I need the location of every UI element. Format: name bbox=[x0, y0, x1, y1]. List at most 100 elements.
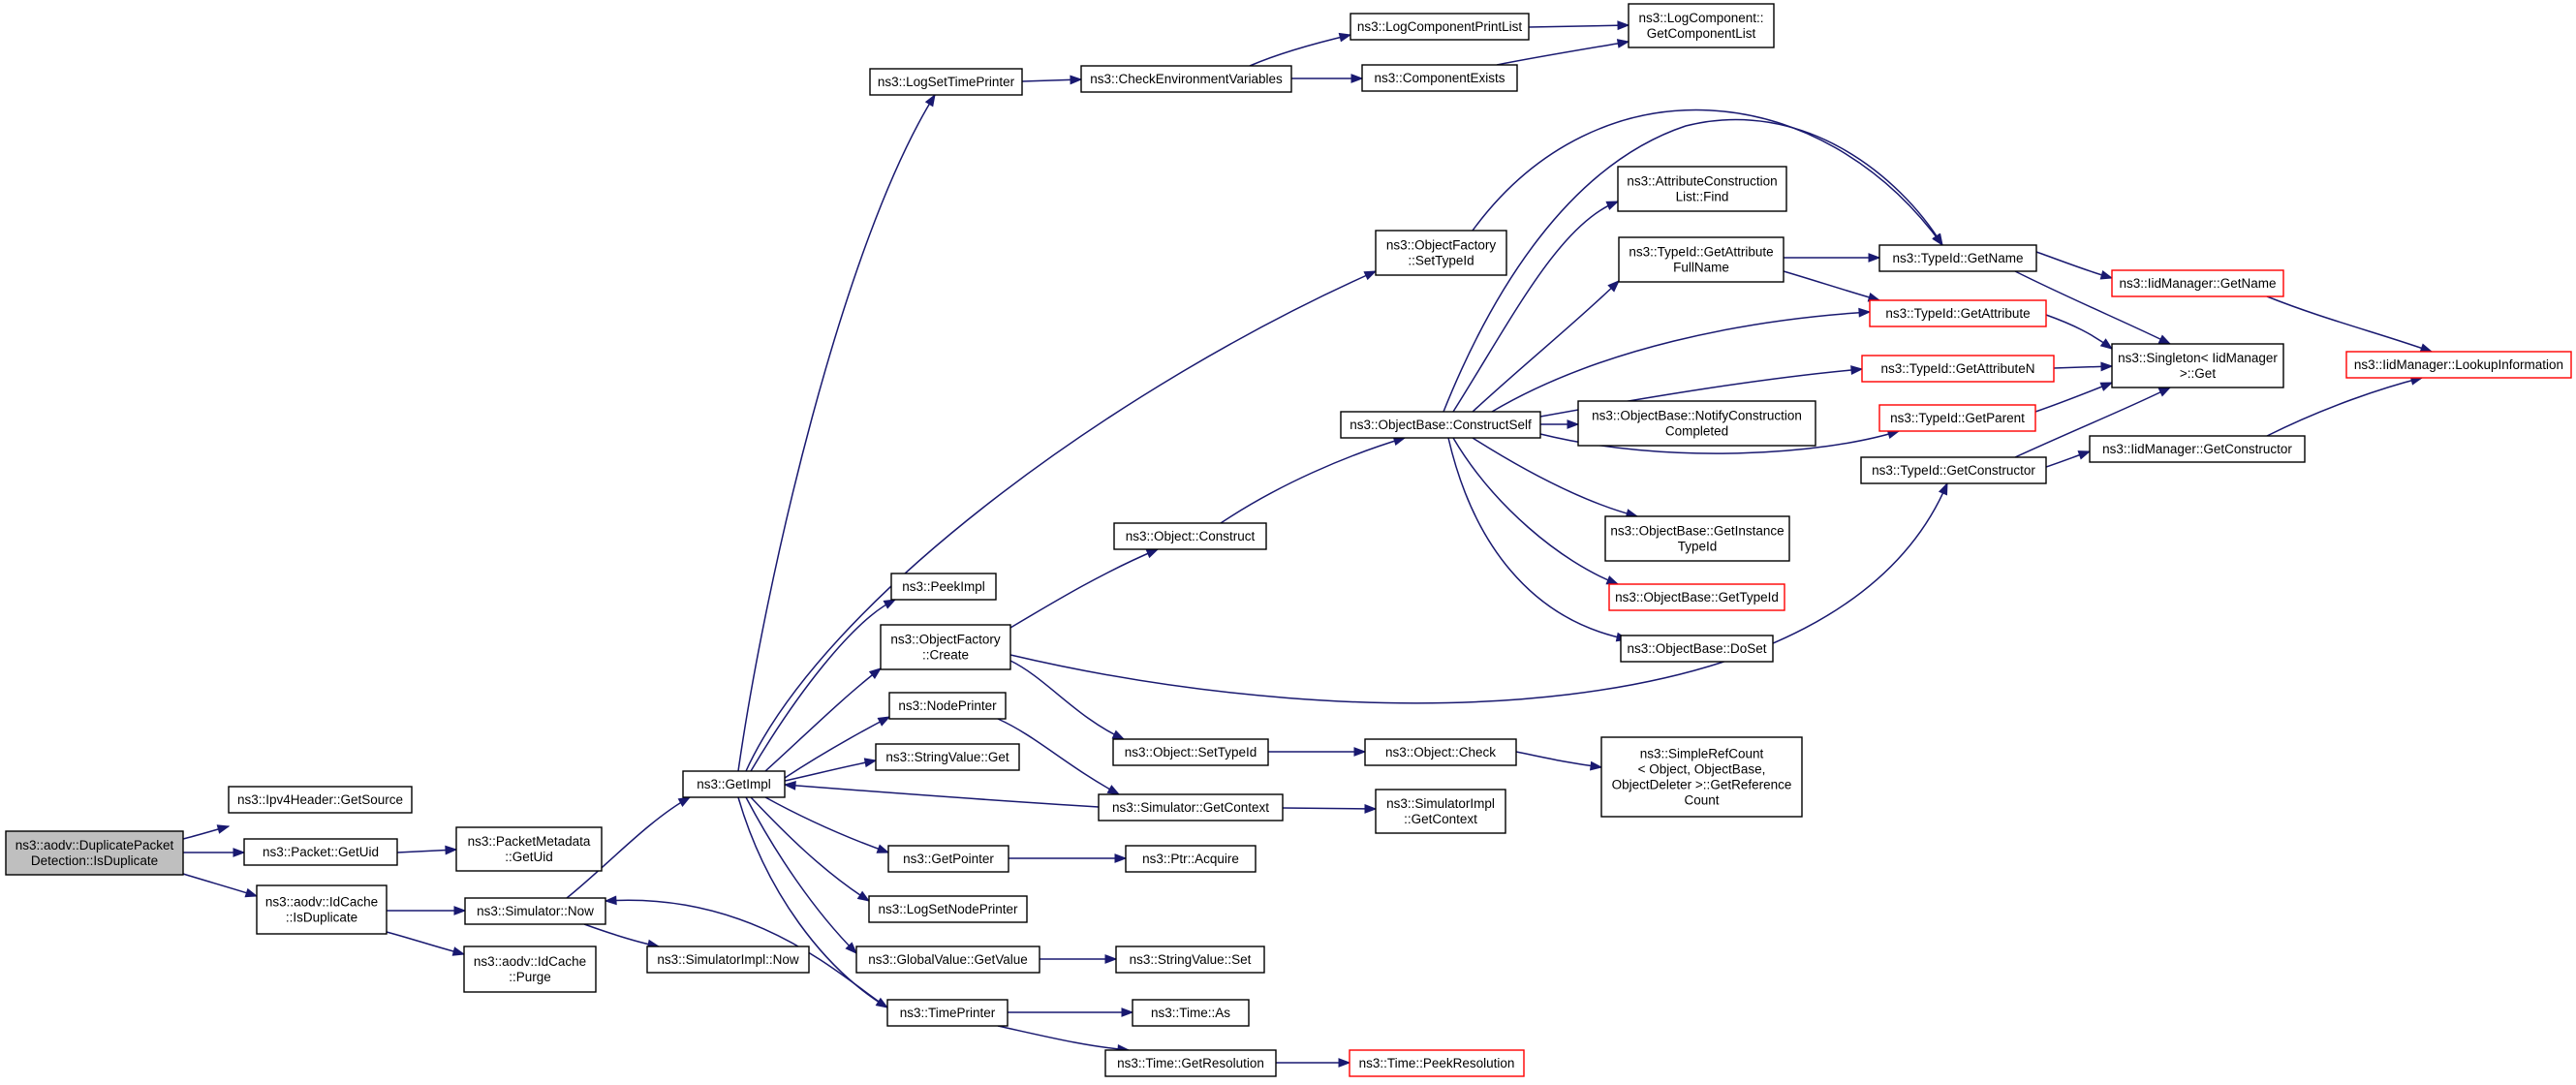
arrowhead-icon bbox=[445, 845, 458, 855]
arrowhead-icon bbox=[883, 599, 897, 609]
arrowhead-icon bbox=[1104, 954, 1118, 964]
node-timeprinter[interactable]: ns3::TimePrinter bbox=[886, 999, 1009, 1027]
node-label: ns3::Simulator::GetContext bbox=[1112, 800, 1269, 815]
node-label: ns3::IidManager::LookupInformation bbox=[2354, 357, 2563, 372]
node-objbase-constructself[interactable]: ns3::ObjectBase::ConstructSelf bbox=[1340, 411, 1541, 439]
node-time-peekres[interactable]: ns3::Time::PeekResolution bbox=[1349, 1049, 1525, 1077]
node-label: ns3::ObjectFactory bbox=[890, 633, 1001, 647]
edge-iidmgr_getname-to-iidmgr_lookupinfo bbox=[2266, 295, 2434, 353]
edge-object_settypeid-to-object_check bbox=[1268, 747, 1367, 757]
node-typeid-getattribute[interactable]: ns3::TypeId::GetAttribute bbox=[1869, 299, 2047, 327]
arrowhead-icon bbox=[856, 890, 871, 902]
node-label: ns3::Object::Construct bbox=[1126, 529, 1256, 543]
node-packet-getuid[interactable]: ns3::Packet::GetUid bbox=[243, 838, 398, 866]
node-typeid-getparent[interactable]: ns3::TypeId::GetParent bbox=[1878, 404, 2036, 432]
arrowhead-icon bbox=[924, 93, 936, 108]
node-label: ::IsDuplicate bbox=[286, 911, 357, 925]
node-simimpl-now[interactable]: ns3::SimulatorImpl::Now bbox=[646, 946, 810, 974]
node-logcompprintlist[interactable]: ns3::LogComponentPrintList bbox=[1350, 13, 1530, 41]
node-label: ns3::GetImpl bbox=[697, 777, 771, 791]
node-object-check[interactable]: ns3::Object::Check bbox=[1364, 738, 1517, 766]
node-idcache-purge[interactable]: ns3::aodv::IdCache::Purge bbox=[463, 946, 597, 993]
edge-sim_now-to-simimpl_now bbox=[583, 923, 661, 949]
edge-checkenv-to-compexists bbox=[1291, 74, 1364, 83]
node-label: ::GetContext bbox=[1404, 812, 1477, 826]
node-singleton-get[interactable]: ns3::Singleton< IidManager>::Get bbox=[2111, 343, 2284, 388]
edge-objbase_constructself-to-typeid_getattribute bbox=[1491, 307, 1872, 413]
node-label: ns3::Packet::GetUid bbox=[263, 845, 379, 859]
node-objfactory-create[interactable]: ns3::ObjectFactory::Create bbox=[880, 624, 1011, 670]
edge-globalvalue_getvalue-to-stringvalue_set bbox=[1040, 954, 1118, 964]
edge-packet_getuid-to-pktmeta_getuid bbox=[396, 845, 458, 855]
node-label: ns3::Time::PeekResolution bbox=[1359, 1056, 1515, 1070]
node-nodeprinter[interactable]: ns3::NodePrinter bbox=[888, 692, 1007, 720]
arrowhead-icon bbox=[2099, 270, 2114, 280]
node-compexists[interactable]: ns3::ComponentExists bbox=[1361, 64, 1518, 92]
node-label: ns3::Simulator::Now bbox=[477, 904, 594, 918]
edge-getimpl-to-nodeprinter bbox=[784, 716, 891, 779]
edge-typeid_getattrfullname-to-typeid_getname bbox=[1784, 253, 1881, 263]
node-getpointer[interactable]: ns3::GetPointer bbox=[887, 845, 1009, 873]
arrowhead-icon bbox=[2100, 361, 2114, 372]
call-nodes: ns3::aodv::DuplicatePacketDetection::IsD… bbox=[5, 3, 2572, 1077]
edge-nodeprinter-to-sim_getcontext bbox=[997, 718, 1121, 795]
node-iidmgr-getname[interactable]: ns3::IidManager::GetName bbox=[2111, 269, 2284, 297]
node-objfactory-settypeid[interactable]: ns3::ObjectFactory::SetTypeId bbox=[1375, 230, 1507, 276]
node-label: ns3::Object::SetTypeId bbox=[1125, 745, 1257, 760]
node-label: ns3::Ptr::Acquire bbox=[1142, 852, 1239, 866]
node-checkenv[interactable]: ns3::CheckEnvironmentVariables bbox=[1080, 65, 1292, 93]
node-ipv4-getsource[interactable]: ns3::Ipv4Header::GetSource bbox=[228, 786, 413, 814]
arrowhead-icon bbox=[2077, 450, 2092, 460]
arrowhead-icon bbox=[1868, 253, 1881, 263]
node-label: ns3::ObjectFactory bbox=[1386, 238, 1497, 253]
node-ptr-acquire[interactable]: ns3::Ptr::Acquire bbox=[1125, 845, 1257, 873]
node-iidmgr-getconstructor[interactable]: ns3::IidManager::GetConstructor bbox=[2089, 435, 2306, 463]
arrowhead-icon bbox=[1070, 75, 1083, 85]
node-label: ns3::TypeId::GetName bbox=[1892, 251, 2023, 265]
node-sim-now[interactable]: ns3::Simulator::Now bbox=[464, 897, 606, 925]
node-objbase-gettypeid[interactable]: ns3::ObjectBase::GetTypeId bbox=[1608, 583, 1785, 611]
node-label: ns3::GlobalValue::GetValue bbox=[868, 952, 1028, 967]
node-time-getres[interactable]: ns3::Time::GetResolution bbox=[1104, 1049, 1277, 1077]
node-getimpl[interactable]: ns3::GetImpl bbox=[682, 770, 786, 798]
node-object-settypeid[interactable]: ns3::Object::SetTypeId bbox=[1112, 738, 1269, 766]
edge-timeprinter-to-time_getres bbox=[997, 1025, 1131, 1054]
edge-getpointer-to-ptr_acquire bbox=[1009, 853, 1128, 863]
node-label: ObjectDeleter >::GetReference bbox=[1612, 778, 1792, 792]
edge-typeid_getname-to-iidmgr_getname bbox=[2035, 251, 2114, 280]
node-typeid-getname[interactable]: ns3::TypeId::GetName bbox=[1878, 244, 2037, 272]
arrowhead-icon bbox=[2157, 334, 2172, 345]
node-label: ns3::NodePrinter bbox=[898, 698, 997, 713]
node-objbase-doset[interactable]: ns3::ObjectBase::DoSet bbox=[1620, 635, 1774, 663]
node-objbase-notify[interactable]: ns3::ObjectBase::NotifyConstructionCompl… bbox=[1577, 400, 1816, 447]
node-label: ::Create bbox=[922, 648, 969, 663]
node-logcomp-getlist[interactable]: ns3::LogComponent::GetComponentList bbox=[1628, 3, 1775, 48]
node-simplerefcount[interactable]: ns3::SimpleRefCount< Object, ObjectBase,… bbox=[1600, 736, 1803, 818]
node-peekimpl[interactable]: ns3::PeekImpl bbox=[890, 573, 997, 601]
node-sim-getcontext[interactable]: ns3::Simulator::GetContext bbox=[1098, 793, 1284, 822]
node-logsettimeprinter[interactable]: ns3::LogSetTimePrinter bbox=[869, 68, 1023, 96]
node-object-construct[interactable]: ns3::Object::Construct bbox=[1113, 522, 1267, 550]
node-time-as[interactable]: ns3::Time::As bbox=[1132, 999, 1250, 1027]
edge-getimpl-to-logsettimeprinter bbox=[737, 93, 936, 772]
node-label: ns3::Object::Check bbox=[1385, 745, 1496, 760]
edge-getimpl-to-globalvalue_getvalue bbox=[745, 796, 857, 954]
node-stringvalue-get[interactable]: ns3::StringValue::Get bbox=[875, 743, 1020, 771]
node-typeid-getattributen[interactable]: ns3::TypeId::GetAttributeN bbox=[1861, 355, 2055, 383]
node-logsetnodeprinter[interactable]: ns3::LogSetNodePrinter bbox=[868, 895, 1028, 923]
node-globalvalue-getvalue[interactable]: ns3::GlobalValue::GetValue bbox=[855, 946, 1040, 974]
node-simimpl-getcontext[interactable]: ns3::SimulatorImpl::GetContext bbox=[1375, 789, 1506, 834]
node-stringvalue-set[interactable]: ns3::StringValue::Set bbox=[1115, 946, 1265, 974]
node-idcache-isdup[interactable]: ns3::aodv::IdCache::IsDuplicate bbox=[256, 884, 388, 935]
node-iidmgr-lookupinfo[interactable]: ns3::IidManager::LookupInformation bbox=[2345, 351, 2572, 379]
node-pktmeta-getuid[interactable]: ns3::PacketMetadata::GetUid bbox=[455, 826, 603, 872]
edge-objbase_constructself-to-objbase_getinstance bbox=[1472, 437, 1639, 518]
edge-sim_now-to-getimpl bbox=[566, 796, 692, 899]
edge-objbase_constructself-to-objbase_doset bbox=[1447, 437, 1629, 642]
node-label: ns3::Time::As bbox=[1151, 1006, 1230, 1020]
edge-typeid_getname-to-singleton_get bbox=[2014, 270, 2172, 345]
node-typeid-getconstructor[interactable]: ns3::TypeId::GetConstructor bbox=[1860, 456, 2047, 484]
